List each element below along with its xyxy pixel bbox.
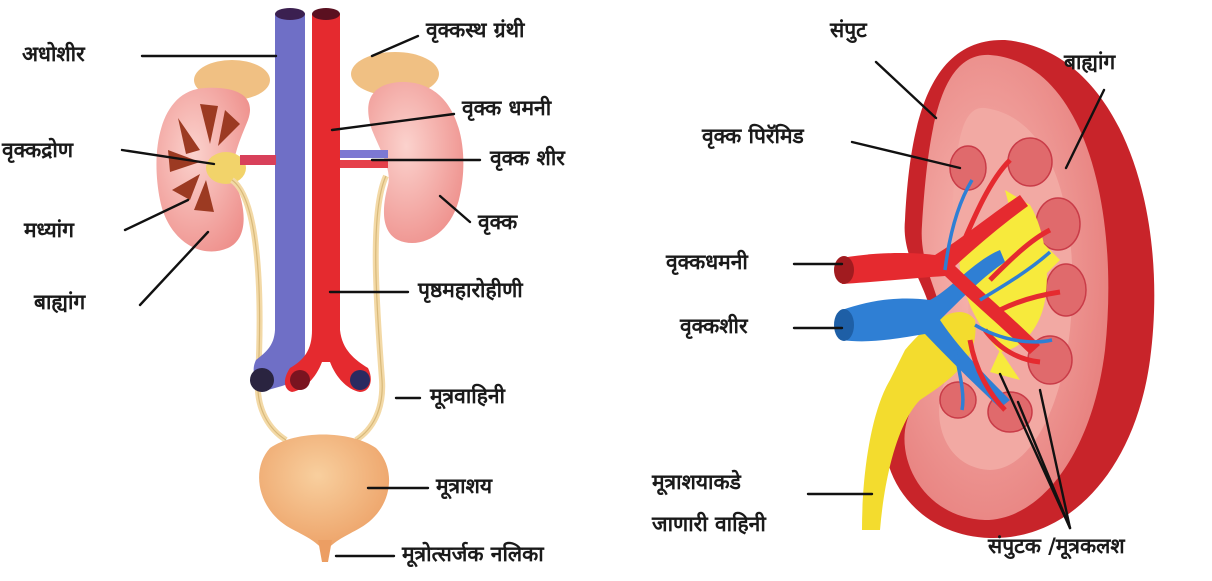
- label-renal-vein-right: वृक्कशीर: [680, 314, 748, 339]
- label-ureter: मूत्रवाहिनी: [430, 384, 505, 409]
- label-ureter-line2: जाणारी वाहिनी: [652, 512, 766, 537]
- label-cortex-right: बाह्यांग: [1064, 50, 1115, 75]
- label-aorta: पृष्ठमहारोहीणी: [418, 278, 523, 303]
- kidney-cross-section: [794, 40, 1154, 538]
- label-inferior-vena-cava: अधोशीर: [22, 42, 85, 67]
- bladder: [259, 435, 389, 553]
- label-renal-vein: वृक्क शीर: [490, 146, 565, 171]
- label-calyx: संपुटक /मूत्रकलश: [988, 534, 1125, 559]
- left-renal-vessel: [240, 155, 276, 165]
- label-renal-pyramid: वृक्क पिरॅमिड: [702, 124, 804, 149]
- label-capsule: संपुट: [830, 18, 867, 43]
- label-urethra: मूत्रोत्सर्जक नलिका: [402, 542, 544, 567]
- label-renal-pelvis: वृक्कद्रोण: [2, 138, 73, 163]
- right-renal-vein-vessel: [340, 150, 388, 158]
- urethra: [318, 540, 332, 562]
- label-bladder: मूत्राशय: [436, 474, 492, 499]
- label-kidney: वृक्क: [478, 210, 517, 235]
- label-adrenal-gland: वृक्कस्थ ग्रंथी: [426, 18, 524, 43]
- label-renal-artery: वृक्क धमनी: [462, 96, 551, 121]
- label-renal-artery-right: वृक्कधमनी: [666, 250, 748, 275]
- label-cortex-left: बाह्यांग: [34, 290, 85, 315]
- label-medulla: मध्यांग: [24, 218, 74, 243]
- label-ureter-line1: मूत्राशयाकडे: [652, 470, 741, 495]
